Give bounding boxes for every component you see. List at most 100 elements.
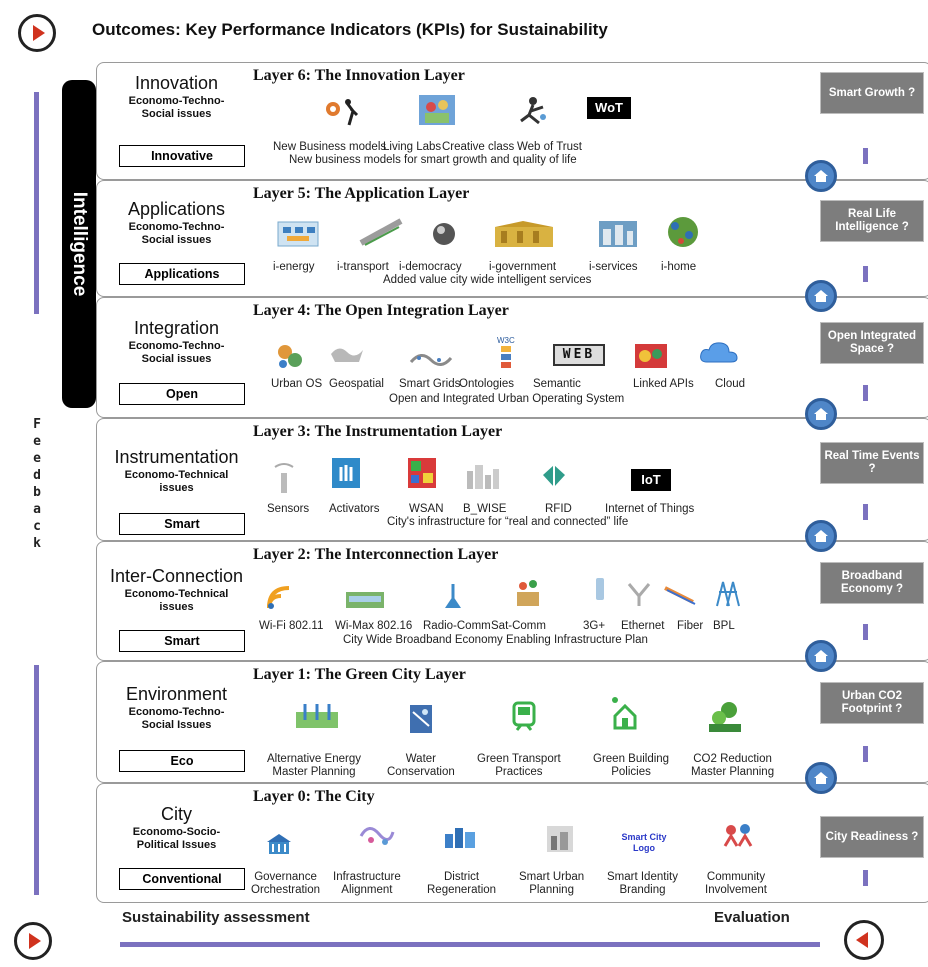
feedback-letter: F: [33, 417, 41, 432]
feedback-letter: a: [33, 502, 41, 517]
home-icon[interactable]: [805, 640, 837, 672]
kpi-open-integrated-space: Open Integrated Space ?: [820, 322, 924, 364]
layer-2-interconnection: Layer 2: The Interconnection Layer Inter…: [96, 541, 928, 661]
layer-description: Open and Integrated Urban Operating Syst…: [389, 393, 625, 405]
play-back-icon[interactable]: [844, 920, 884, 960]
item-label: Semantic: [533, 378, 581, 390]
activators-icon: [332, 458, 360, 488]
kpi-connector: [863, 624, 868, 640]
item-label: Sat-Comm: [491, 620, 546, 632]
layer-title: Layer 0: The City: [253, 788, 375, 805]
item-label: Creative class: [442, 141, 515, 153]
item-label: Community Involvement: [705, 871, 768, 896]
item-label: Web of Trust: [517, 141, 582, 153]
new-business-icon: [326, 99, 359, 126]
feedback-letter: b: [33, 485, 41, 500]
layer-name: Environment: [125, 684, 228, 704]
layer-title: Layer 5: The Application Layer: [253, 185, 470, 202]
layer-title: Layer 1: The Green City Layer: [253, 666, 466, 683]
layer-subtitle: Economo-Technical issues: [124, 469, 229, 494]
layer-title: Layer 6: The Innovation Layer: [253, 67, 465, 84]
item-label: Ethernet: [621, 620, 665, 632]
feedback-letter: e: [33, 451, 41, 466]
smart-city-logo: Smart City Logo: [621, 832, 667, 853]
feedback-letter: d: [33, 468, 41, 483]
kpi-real-time-events: Real Time Events ?: [820, 442, 924, 484]
item-label: Urban OS: [271, 378, 323, 390]
layer-description: Added value city wide intelligent servic…: [383, 274, 592, 286]
layer-subtitle: Economo-Techno- Social issues: [128, 95, 225, 120]
intelligence-label: Intelligence: [69, 191, 90, 297]
layer-title: Layer 4: The Open Integration Layer: [253, 302, 509, 319]
layer-3-instrumentation: Layer 3: The Instrumentation Layer Instr…: [96, 418, 928, 541]
i-home-icon: [668, 217, 698, 247]
layer-box-label: Smart: [119, 630, 245, 652]
wot-badge: WoT: [587, 97, 631, 119]
item-label: Wi-Fi 802.11: [259, 620, 324, 632]
item-label: i-services: [589, 261, 638, 273]
layer-name: Applications: [127, 199, 226, 219]
item-label: Green Building Policies: [593, 753, 670, 778]
layer-subtitle: Economo-Techno- Social issues: [128, 221, 225, 246]
layer-box-label: Conventional: [119, 868, 245, 890]
item-label: WSAN: [409, 503, 444, 515]
district-regeneration-icon: [445, 828, 475, 848]
infrastructure-icon: [359, 827, 395, 845]
page-title: Outcomes: Key Performance Indicators (KP…: [92, 20, 608, 39]
layer-subtitle: Economo-Techno- Social issues: [128, 340, 225, 365]
item-label: Wi-Max 802.16: [335, 620, 413, 632]
item-label: Activators: [329, 503, 380, 515]
home-icon[interactable]: [805, 398, 837, 430]
item-label: Smart Identity Branding: [607, 871, 678, 896]
play-forward-icon[interactable]: [18, 14, 56, 52]
ontologies-icon: W3C: [497, 336, 515, 368]
wifi-icon: [267, 586, 290, 609]
item-label: B_WISE: [463, 503, 507, 515]
radio-comm-icon: [445, 584, 461, 608]
item-label: i-transport: [337, 261, 389, 273]
item-label: Sensors: [267, 503, 310, 515]
geospatial-icon: [331, 348, 363, 362]
iot-badge: IoT: [631, 469, 671, 491]
i-energy-icon: [277, 221, 319, 247]
svg-text:W3C: W3C: [497, 336, 515, 345]
item-label: Water Conservation: [387, 753, 455, 778]
kpi-broadband-economy: Broadband Economy ?: [820, 562, 924, 604]
kpi-connector: [863, 266, 868, 282]
layer-subtitle: Economo-Socio- Political Issues: [132, 826, 221, 851]
layer-subtitle: Economo-Technical issues: [124, 588, 229, 613]
3g-icon: [596, 578, 604, 600]
rfid-icon: [543, 465, 565, 487]
play-forward-icon[interactable]: [14, 922, 52, 960]
layer-box-label: Applications: [119, 263, 245, 285]
item-label: Geospatial: [329, 378, 384, 390]
governance-icon: [267, 834, 291, 854]
item-label: 3G+: [583, 620, 606, 632]
layer-name: Inter-Connection: [109, 566, 244, 586]
smart-urban-planning-icon: [547, 826, 573, 852]
intelligence-bar: Intelligence: [62, 80, 96, 408]
home-icon[interactable]: [805, 520, 837, 552]
kpi-real-life-intelligence: Real Life Intelligence ?: [820, 200, 924, 242]
b-wise-icon: [467, 465, 499, 489]
layer-name: Instrumentation: [114, 447, 239, 467]
layer-box-label: Eco: [119, 750, 245, 772]
home-icon[interactable]: [805, 762, 837, 794]
item-label: Radio-Comm: [423, 620, 491, 632]
semantic-web-badge: WEB: [553, 344, 605, 366]
layer-0-city: Layer 0: The City City Economo-Socio- Po…: [96, 783, 928, 903]
living-labs-icon: [419, 95, 455, 125]
layer-4-integration: Layer 4: The Open Integration Layer Inte…: [96, 297, 928, 418]
layer-box-label: Innovative: [119, 145, 245, 167]
layer-box-label: Open: [119, 383, 245, 405]
i-democracy-icon: [433, 223, 455, 245]
item-label: District Regeneration: [427, 871, 497, 896]
item-label: Green Transport Practices: [477, 753, 561, 778]
item-label: New Business models: [273, 141, 387, 153]
ethernet-icon: [627, 583, 651, 606]
layer-name: Integration: [133, 318, 220, 338]
item-label: i-democracy: [399, 261, 462, 273]
home-icon[interactable]: [805, 160, 837, 192]
home-icon[interactable]: [805, 280, 837, 312]
